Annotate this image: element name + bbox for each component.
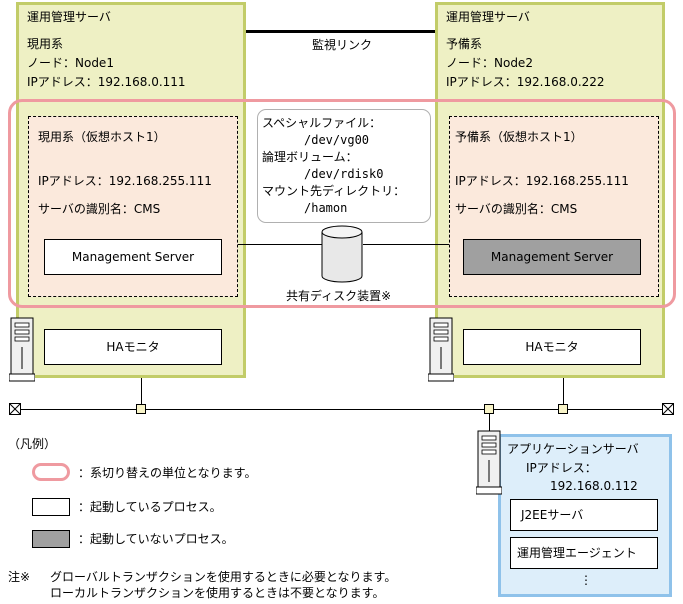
disk-connector-left (238, 244, 323, 245)
standby-management-server-process: Management Server (463, 239, 641, 275)
legend-running-text: ：起動しているプロセス。 (78, 500, 222, 514)
shared-disk-label: 共有ディスク装置※ (286, 289, 392, 303)
app-server-ip-label: IPアドレス： (526, 461, 597, 475)
legend-switch-unit-swatch (32, 463, 70, 481)
standby-vhost-id: サーバの識別名：CMS (455, 202, 578, 216)
monitor-link-line (246, 30, 435, 33)
standby-server-network-drop (563, 378, 564, 404)
shared-info-special-file-label: スペシャルファイル： (262, 116, 382, 130)
switch-unit-boundary (8, 99, 676, 308)
app-server-tower-icon (476, 430, 502, 495)
active-ha-monitor: HAモニタ (44, 329, 222, 365)
app-server-ip: 192.168.0.112 (550, 479, 638, 493)
monitor-link-label: 監視リンク (312, 38, 373, 52)
legend-running-swatch (32, 498, 70, 516)
legend-title: （凡例） (8, 437, 57, 451)
active-management-server-process: Management Server (44, 239, 222, 275)
active-vhost-title: 現用系（仮想ホスト1） (38, 130, 166, 144)
shared-info-volume-label: 論理ボリューム： (262, 150, 358, 164)
standby-vhost-ip: IPアドレス：192.168.255.111 (455, 174, 629, 188)
app-server-network-drop (489, 414, 490, 431)
shared-disk-info-box (257, 109, 431, 223)
j2ee-server-label: J2EEサーバ (521, 508, 584, 522)
active-server-node: ノード：Node1 (27, 56, 114, 70)
shared-info-mount-label: マウント先ディレクトリ： (262, 184, 406, 198)
standby-server-title: 運用管理サーバ (446, 10, 530, 24)
standby-server-network-node (558, 404, 568, 414)
shared-info-volume-value: /dev/rdisk0 (304, 167, 384, 181)
active-server-role: 現用系 (27, 37, 64, 51)
legend-not-running-swatch (32, 530, 70, 548)
legend-not-running-text: ：起動していないプロセス。 (78, 532, 234, 546)
standby-server-node: ノード：Node2 (446, 56, 533, 70)
standby-server-tower-icon (428, 317, 454, 382)
standby-process-label: Management Server (490, 250, 614, 264)
standby-vhost-title: 予備系（仮想ホスト1） (455, 130, 583, 144)
standby-server-role: 予備系 (446, 37, 483, 51)
note-line-2: ローカルトランザクションを使用するときは不要となります。 (50, 586, 385, 600)
management-agent-process: 運用管理エージェント (510, 537, 658, 569)
active-server-title: 運用管理サーバ (27, 10, 111, 24)
shared-info-special-file-value: /dev/vg00 (304, 133, 370, 147)
j2ee-server-process: J2EEサーバ (510, 499, 658, 531)
active-server-ip: IPアドレス：192.168.0.111 (27, 75, 186, 89)
active-server-network-node (136, 404, 146, 414)
disk-connector-right (363, 244, 449, 245)
app-server-network-node (484, 404, 494, 414)
app-server-title: アプリケーションサーバ (507, 442, 639, 456)
shared-disk-icon (321, 225, 363, 283)
standby-ha-monitor-label: HAモニタ (525, 340, 579, 354)
standby-server-ip: IPアドレス：192.168.0.222 (446, 75, 605, 89)
active-server-tower-icon (9, 317, 35, 382)
active-process-label: Management Server (71, 250, 195, 264)
shared-info-mount-value: /hamon (304, 201, 348, 215)
network-bus-line (14, 409, 669, 410)
app-server-more: ⋮ (580, 573, 592, 587)
standby-ha-monitor: HAモニタ (463, 329, 641, 365)
note-line-1: グローバルトランザクションを使用するときに必要となります。 (50, 570, 397, 584)
active-ha-monitor-label: HAモニタ (106, 340, 160, 354)
note-mark: 注※ (8, 570, 31, 584)
legend-switch-unit-text: ：系切り替えの単位となります。 (78, 466, 257, 480)
active-vhost-ip: IPアドレス：192.168.255.111 (38, 174, 212, 188)
network-terminator-right (662, 403, 674, 415)
active-server-network-drop (141, 378, 142, 404)
network-terminator-left (9, 403, 21, 415)
management-agent-label: 運用管理エージェント (517, 546, 637, 560)
active-vhost-id: サーバの識別名：CMS (38, 202, 161, 216)
